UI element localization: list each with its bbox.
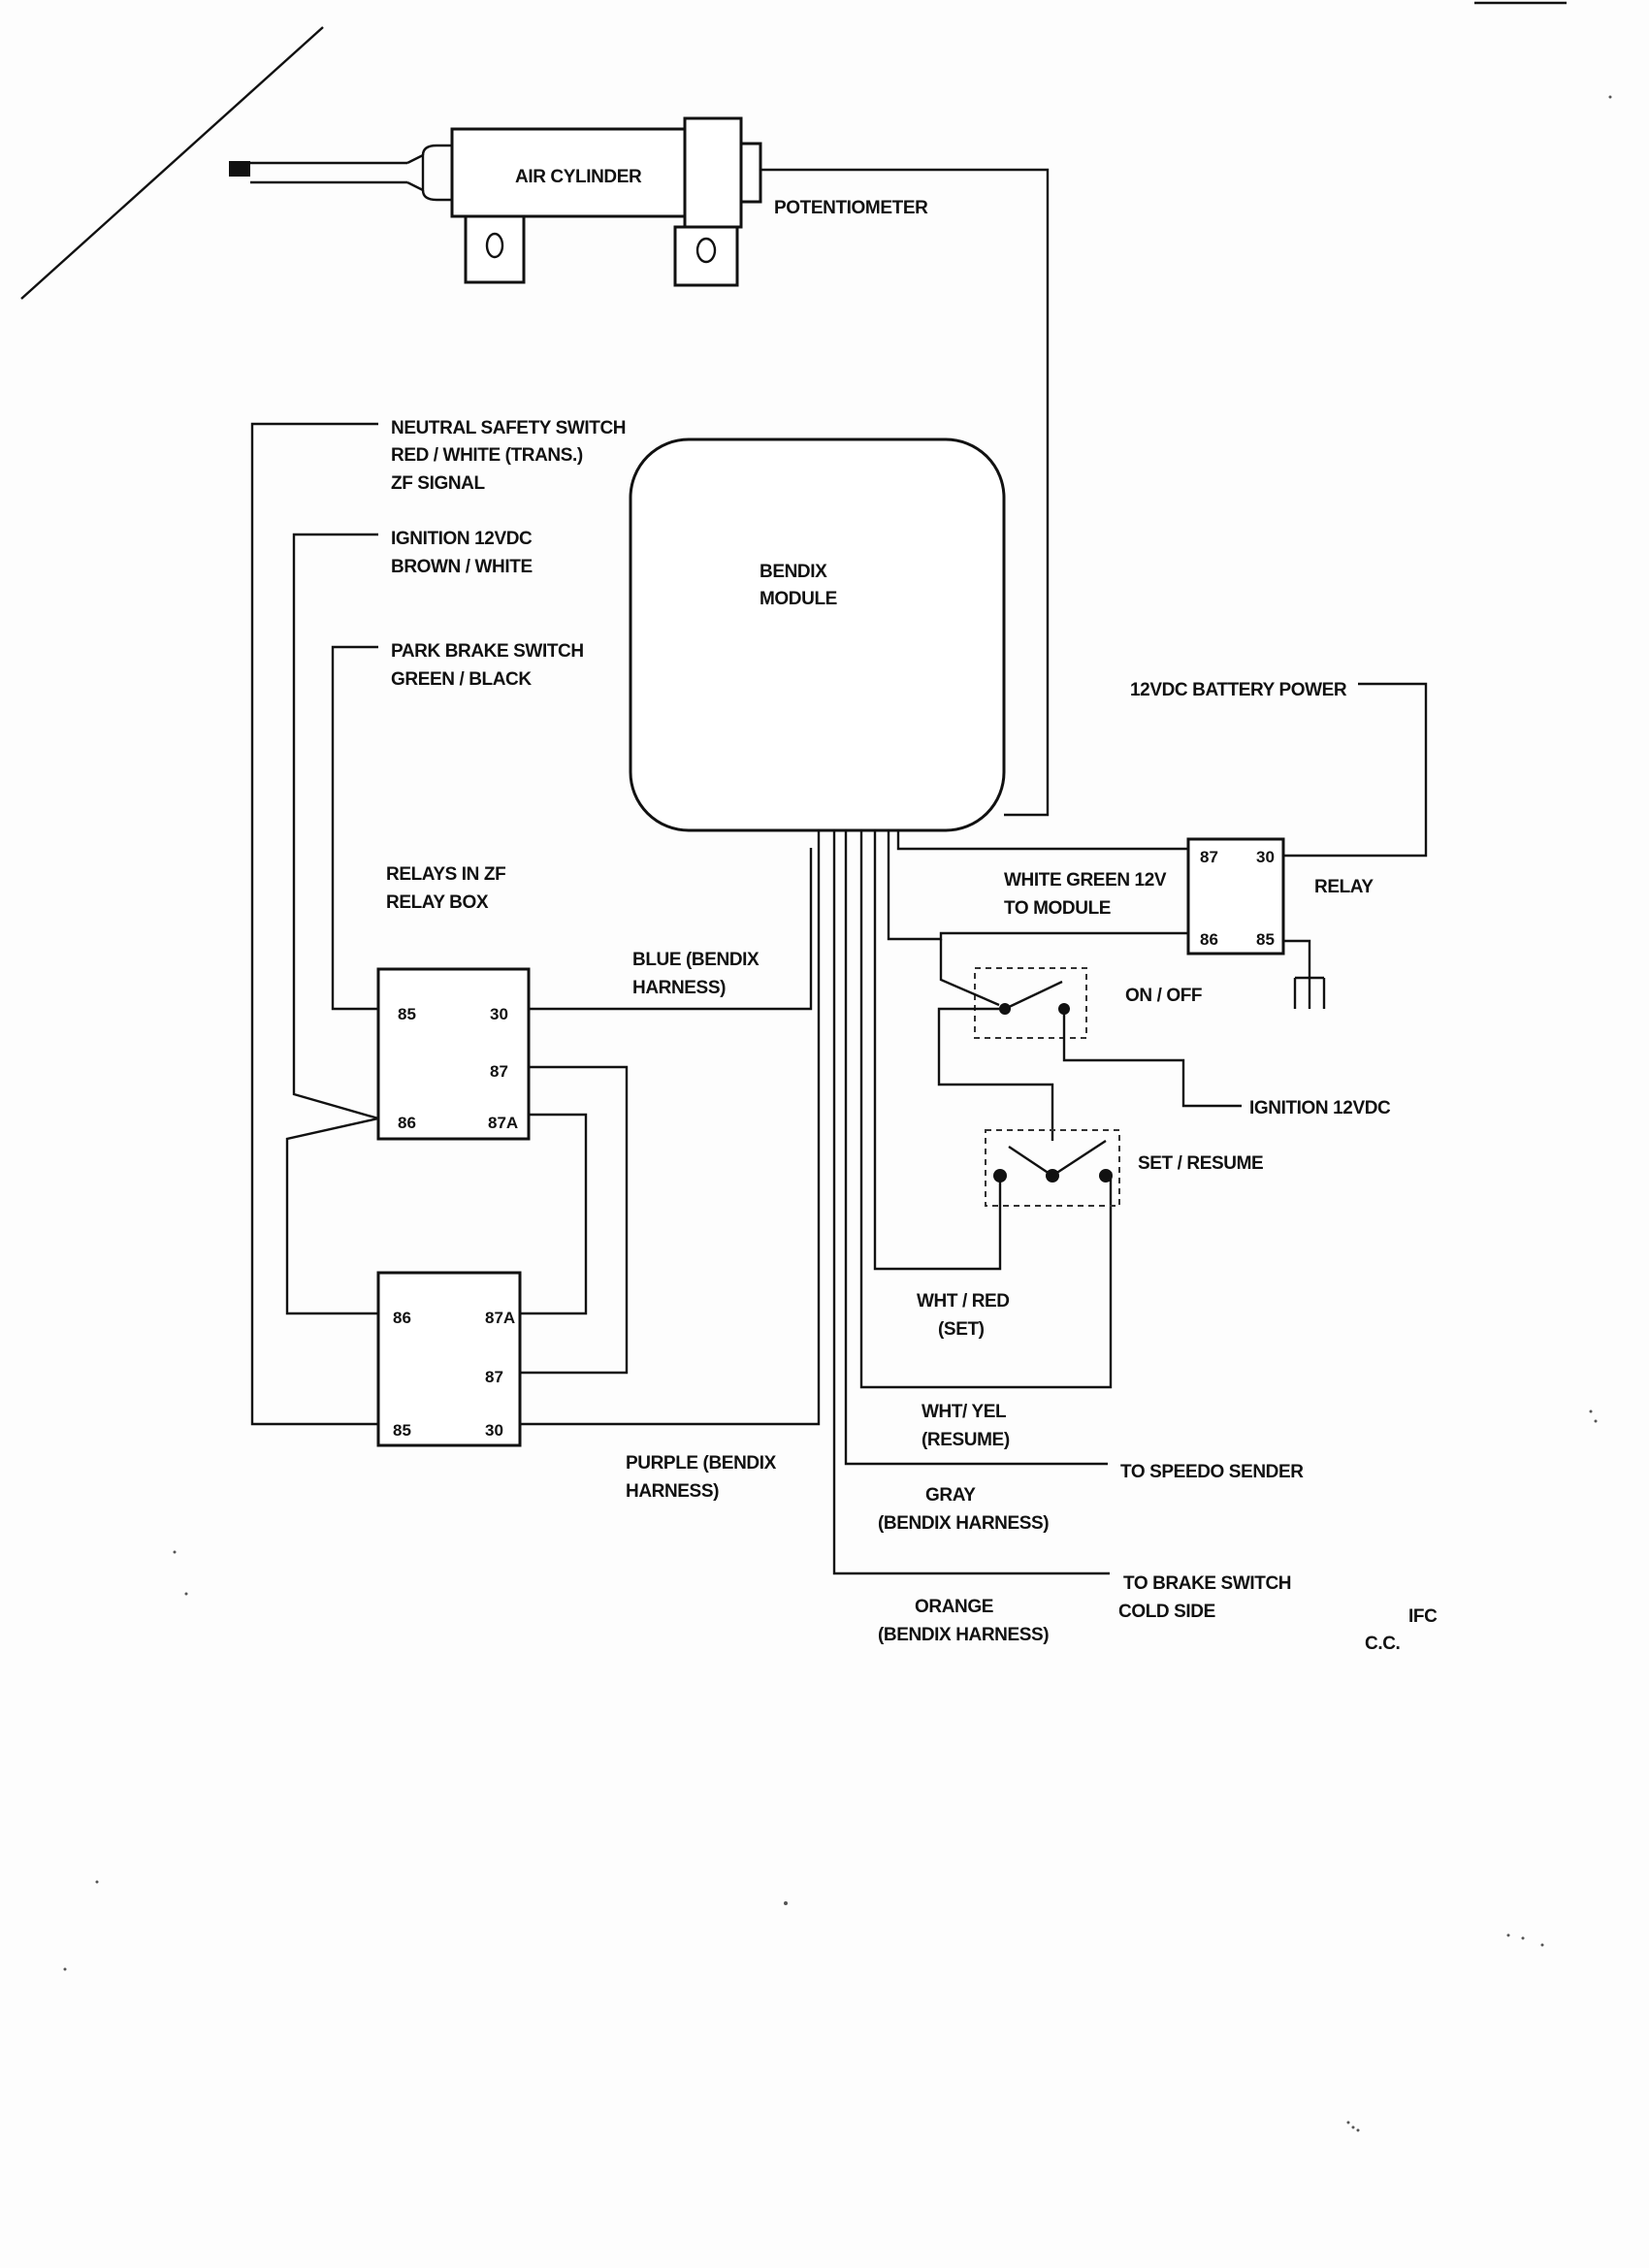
on-off-switch (974, 967, 1087, 1039)
purple-harness-label-2: HARNESS) (626, 1481, 719, 1502)
scan-noise (63, 95, 1612, 2132)
neutral-safety-label-1: NEUTRAL SAFETY SWITCH (391, 418, 626, 438)
relay-87-crossover-wire (520, 1065, 629, 1375)
park-brake-label-2: GREEN / BLACK (391, 669, 532, 690)
orange-label-1: ORANGE (915, 1597, 993, 1617)
on-off-feed-wire (939, 939, 1000, 1007)
relay-86-link-wire (285, 1117, 379, 1315)
set-resume-switch (985, 1129, 1120, 1207)
relays-zf-label-1: RELAYS IN ZF (386, 864, 505, 885)
mount-tab-right (673, 225, 739, 287)
air-cylinder-label: AIR CYLINDER (515, 167, 642, 187)
ground-wire (1283, 939, 1311, 978)
set-resume-label: SET / RESUME (1138, 1153, 1263, 1174)
cable-end (229, 161, 250, 177)
relay-right-pin-86: 86 (1200, 930, 1218, 949)
set-lever (1008, 1146, 1053, 1177)
switch-link-wire (937, 1007, 1054, 1141)
cylinder-collar (683, 116, 743, 229)
battery-power-label: 12VDC BATTERY POWER (1130, 680, 1347, 700)
white-green-label-1: WHITE GREEN 12V (1004, 870, 1167, 891)
air-cylinder (229, 116, 762, 287)
wht-red-label-2: (SET) (938, 1319, 985, 1340)
wht-yel-label-2: (RESUME) (922, 1430, 1010, 1450)
relay-top-pin-86: 86 (398, 1114, 416, 1132)
relay-right-pin-87: 87 (1200, 848, 1218, 866)
gray-label-1: GRAY (925, 1485, 976, 1506)
orange-harness-wire (832, 830, 1110, 1575)
cruise-relay (1186, 837, 1285, 956)
on-off-label: ON / OFF (1125, 986, 1202, 1006)
relay-right-pin-30: 30 (1256, 848, 1275, 866)
ignition-left-label-1: IGNITION 12VDC (391, 529, 533, 549)
white-green-label-2: TO MODULE (1004, 898, 1111, 919)
relay-bottom-pin-86: 86 (393, 1309, 411, 1327)
ground-symbol (1293, 976, 1326, 1009)
relay-bottom-pin-30: 30 (485, 1421, 503, 1440)
relay-bottom-pin-85: 85 (393, 1421, 411, 1440)
brake-switch-label-1: TO BRAKE SWITCH (1123, 1573, 1291, 1594)
set-contact (993, 1169, 1007, 1183)
initials-ifc: IFC (1408, 1606, 1438, 1627)
potentiometer-wire (760, 168, 1050, 817)
neutral-safety-label-3: ZF SIGNAL (391, 473, 485, 494)
module-label-2: MODULE (760, 589, 837, 609)
resume-lever (1051, 1139, 1107, 1178)
initials-cc: C.C. (1365, 1634, 1400, 1654)
relay-top-pin-87: 87 (490, 1062, 508, 1081)
blue-harness-label-1: BLUE (BENDIX (632, 950, 760, 970)
park-brake-wire (331, 645, 378, 1011)
gray-harness-wire (844, 830, 1108, 1466)
ignition-left-label-2: BROWN / WHITE (391, 557, 533, 577)
potentiometer-label: POTENTIOMETER (774, 198, 928, 218)
orange-label-2: (BENDIX HARNESS) (878, 1625, 1049, 1645)
purple-harness-label-1: PURPLE (BENDIX (626, 1453, 777, 1474)
relay-bottom-pin-87: 87 (485, 1368, 503, 1386)
wht-red-label-1: WHT / RED (917, 1291, 1010, 1312)
cylinder-body (450, 127, 687, 218)
speedo-label: TO SPEEDO SENDER (1120, 1462, 1304, 1482)
bendix-module (629, 437, 1006, 832)
purple-harness-wire (520, 830, 821, 1426)
relays-zf-label-2: RELAY BOX (386, 892, 489, 913)
relay-label: RELAY (1314, 877, 1374, 897)
wht-yel-resume-wire (859, 830, 1113, 1389)
relay-top-pin-30: 30 (490, 1005, 508, 1023)
relay-87a-crossover-wire (520, 1113, 588, 1315)
relay-top-pin-85: 85 (398, 1005, 416, 1023)
neutral-safety-label-2: RED / WHITE (TRANS.) (391, 445, 583, 466)
ignition-right-wire (1062, 1009, 1242, 1108)
neutral-safety-wire (250, 422, 378, 1426)
zf-relay-bottom (376, 1271, 522, 1447)
wht-red-set-wire (873, 830, 1002, 1271)
brake-switch-label-2: COLD SIDE (1118, 1602, 1215, 1622)
blue-harness-label-2: HARNESS) (632, 978, 726, 998)
module-label-1: BENDIX (760, 562, 827, 582)
relay-87-module-wire (896, 830, 1188, 851)
park-brake-label-1: PARK BRAKE SWITCH (391, 641, 584, 662)
relay-right-pin-85: 85 (1256, 930, 1275, 949)
stray-diagonal-line (20, 26, 324, 300)
gray-label-2: (BENDIX HARNESS) (878, 1513, 1049, 1534)
zf-relay-top (376, 967, 531, 1141)
on-off-lever (1004, 980, 1063, 1011)
ignition-left-wire (292, 533, 379, 1120)
ignition-right-label: IGNITION 12VDC (1249, 1098, 1391, 1118)
relay-top-pin-87a: 87A (488, 1114, 518, 1132)
wht-yel-label-1: WHT/ YEL (922, 1402, 1007, 1422)
relay-bottom-pin-87a: 87A (485, 1309, 515, 1327)
battery-power-wire (1283, 682, 1428, 858)
mount-tab-left (464, 214, 526, 284)
resume-contact (1099, 1169, 1113, 1183)
blue-harness-wire (529, 848, 813, 1011)
